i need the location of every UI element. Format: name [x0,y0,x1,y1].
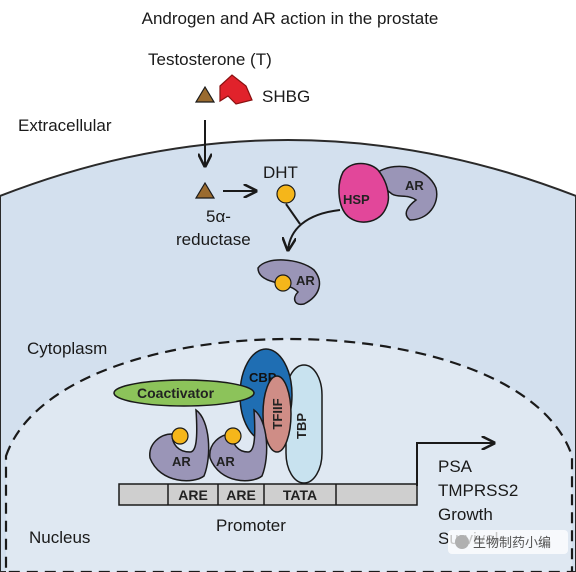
testosterone-molecule [194,85,216,103]
target-gene-tmprss2: TMPRSS2 [438,481,518,500]
promoter-label: Promoter [216,516,286,535]
tfiif-label: TFIIF [270,398,285,429]
ar-dna-left-ligand [171,427,189,445]
tbp-label: TBP [294,413,309,439]
ar-activated-label: AR [296,273,315,288]
dht-molecule [276,184,296,204]
diagram-title: Androgen and AR action in the prostate [142,9,439,28]
cytoplasm-label: Cytoplasm [27,339,107,358]
dna-segment-are-2: ARE [226,487,256,503]
ar-hsp-bound [376,165,438,221]
ar-activated-ligand [274,274,292,292]
testosterone-label: Testosterone (T) [148,50,272,69]
release-arrow [288,209,341,250]
testosterone-intracellular [194,181,216,199]
reductase-label-line2: reductase [176,230,251,249]
dna-segment-are-1: ARE [178,487,208,503]
shbg-label: SHBG [262,87,310,106]
coactivator-protein [113,379,255,407]
nucleus-label: Nucleus [29,528,90,547]
ar-dna-right-ligand [224,427,242,445]
ar-dna-left [149,408,210,482]
extracellular-label: Extracellular [18,116,112,135]
hsp-label: HSP [343,192,370,207]
tfiif-protein [262,375,292,453]
ar-dna-right-label: AR [216,454,235,469]
watermark-text: 生物制药小编 [473,535,551,550]
shbg-protein [219,74,253,105]
watermark: 生物制药小编 [448,530,568,554]
hsp-protein [338,162,390,223]
transcription-start-arrow [416,443,494,486]
coactivator-label: Coactivator [137,385,215,401]
target-gene-growth: Growth [438,505,493,524]
ar-dna-left-label: AR [172,454,191,469]
reductase-label-line1: 5α- [206,207,231,226]
ar-hsp-label: AR [405,178,424,193]
wechat-icon [455,535,469,549]
target-gene-psa: PSA [438,457,473,476]
dna-segment-tata: TATA [283,487,317,503]
dna-strand [118,483,418,506]
dht-label: DHT [263,163,298,182]
dht-binding-line [285,203,301,225]
